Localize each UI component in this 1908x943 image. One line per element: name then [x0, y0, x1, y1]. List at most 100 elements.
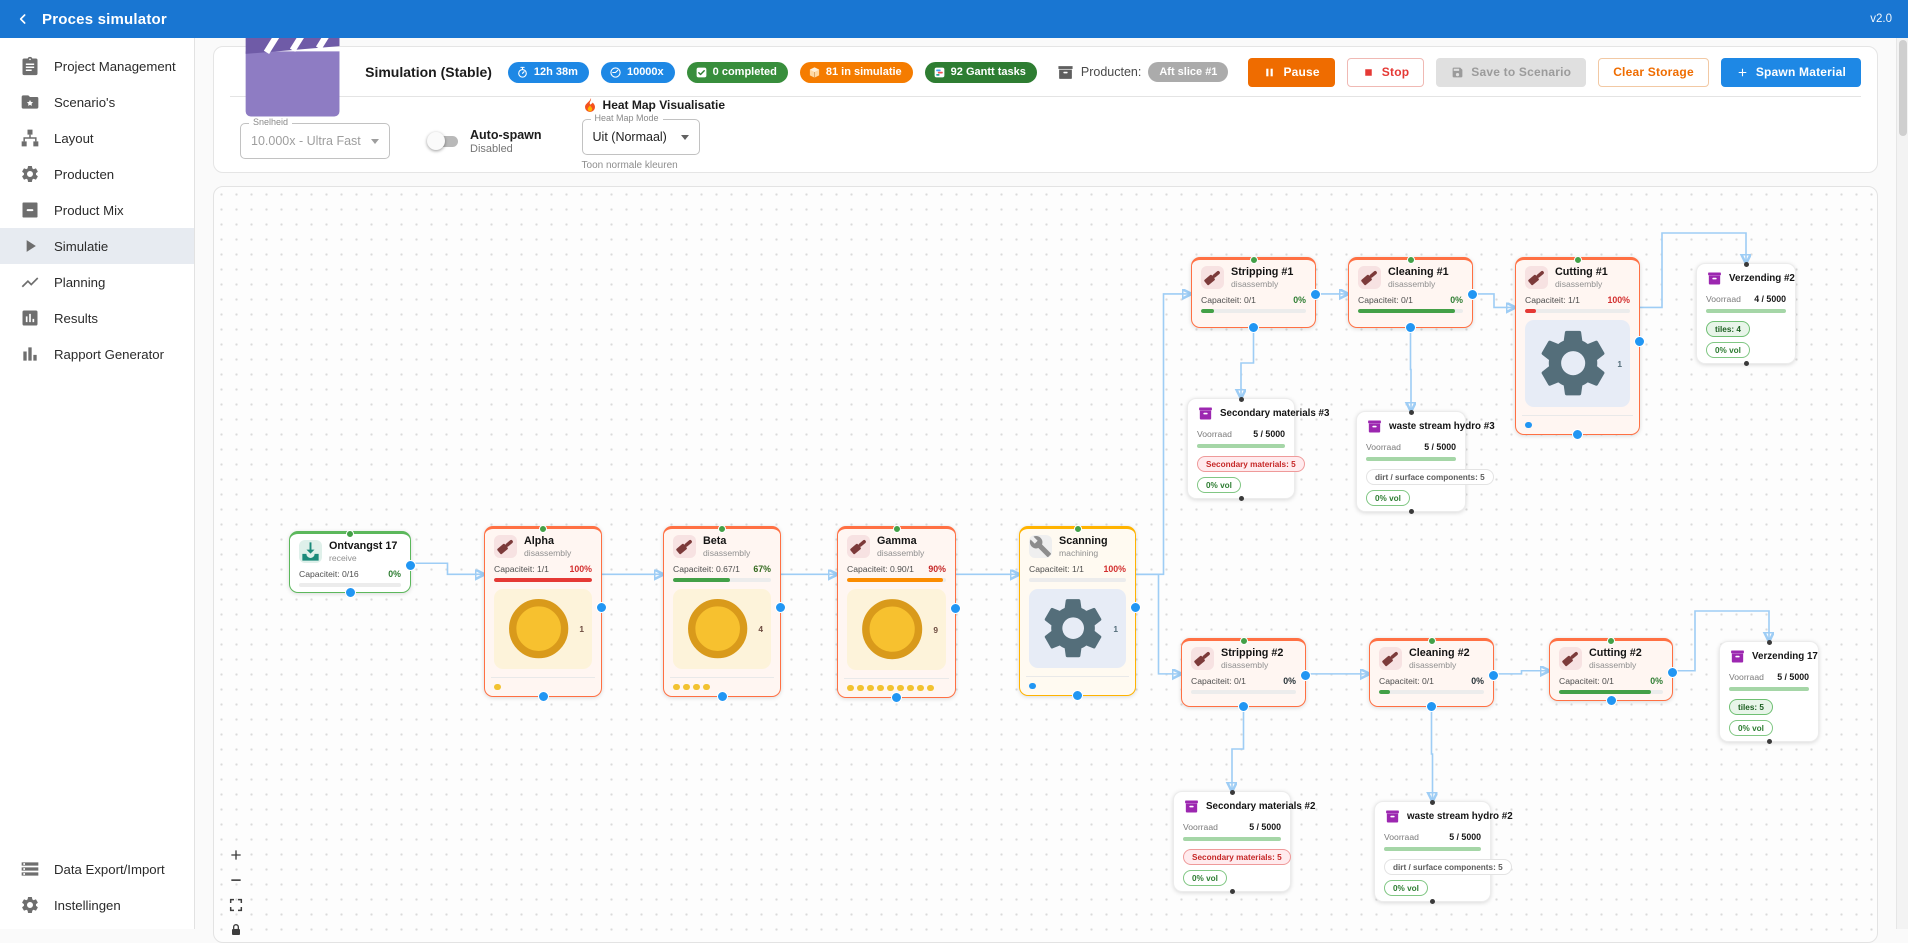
trend-icon — [20, 272, 40, 292]
storage-handle-top[interactable] — [1767, 640, 1772, 645]
source-handle-top[interactable] — [1607, 637, 1615, 645]
clear-storage-button[interactable]: Clear Storage — [1598, 58, 1709, 87]
flow-canvas[interactable]: Ontvangst 17 receive Capaciteit: 0/16 0%… — [213, 186, 1878, 943]
sidebar-item-simulatie[interactable]: Simulatie — [0, 228, 194, 264]
sidebar: Project Management Scenario's Layout Pro… — [0, 38, 195, 929]
storage-chip-tiles-5: tiles: 5 — [1729, 699, 1773, 715]
source-handle-right[interactable] — [405, 560, 416, 571]
storage-handle-bottom[interactable] — [1744, 361, 1749, 366]
storage-handle-bottom[interactable] — [1230, 889, 1235, 894]
sidebar-item-scenario-s[interactable]: Scenario's — [0, 84, 194, 120]
stock-value: 5 / 5000 — [1249, 822, 1281, 832]
source-handle-right[interactable] — [950, 603, 961, 614]
lock-button[interactable] — [226, 920, 246, 940]
source-handle-top[interactable] — [1240, 637, 1248, 645]
sidebar-item-product-mix[interactable]: Product Mix — [0, 192, 194, 228]
sidebar-item-rapport-generator[interactable]: Rapport Generator — [0, 336, 194, 372]
zoom-in-button[interactable] — [226, 845, 246, 865]
node-ontvangst-17[interactable]: Ontvangst 17 receive Capaciteit: 0/16 0% — [289, 531, 411, 593]
source-handle-bottom[interactable] — [1072, 690, 1083, 701]
node-cleaning-2[interactable]: Cleaning #2 disassembly Capaciteit: 0/1 … — [1369, 638, 1494, 707]
source-handle-bottom[interactable] — [891, 692, 902, 703]
sidebar-item-project-management[interactable]: Project Management — [0, 48, 194, 84]
source-handle-bottom[interactable] — [1405, 322, 1416, 333]
storage-handle-bottom[interactable] — [1239, 496, 1244, 501]
spawn-material-button[interactable]: Spawn Material — [1721, 58, 1861, 87]
sidebar-item-planning[interactable]: Planning — [0, 264, 194, 300]
source-handle-top[interactable] — [1428, 637, 1436, 645]
storage-handle-top[interactable] — [1430, 800, 1435, 805]
storage-handle-bottom[interactable] — [1767, 739, 1772, 744]
source-handle-bottom[interactable] — [1238, 701, 1249, 712]
source-handle-bottom[interactable] — [717, 691, 728, 702]
stop-button[interactable]: Stop — [1347, 58, 1424, 87]
source-handle-top[interactable] — [539, 525, 547, 533]
node-alpha[interactable]: Alpha disassembly Capaciteit: 1/1 100% 1 — [484, 526, 602, 697]
zoom-out-button[interactable] — [226, 870, 246, 890]
node-secondary-materials-2[interactable]: Secondary materials #2 Voorraad 5 / 5000… — [1173, 791, 1291, 892]
back-button[interactable] — [4, 0, 42, 38]
fit-view-button[interactable] — [226, 895, 246, 915]
storage-handle-bottom[interactable] — [1409, 509, 1414, 514]
source-handle-bottom[interactable] — [1426, 701, 1437, 712]
storage-handle-top[interactable] — [1409, 410, 1414, 415]
source-handle-right[interactable] — [1300, 670, 1311, 681]
sidebar-item-data-export-import[interactable]: Data Export/Import — [0, 851, 194, 887]
save-to-scenario-button[interactable]: Save to Scenario — [1436, 58, 1586, 87]
source-handle-right[interactable] — [1488, 670, 1499, 681]
stock-bar — [1729, 687, 1809, 691]
node-waste-stream-hydro-2[interactable]: waste stream hydro #2 Voorraad 5 / 5000 … — [1374, 801, 1491, 902]
node-gamma[interactable]: Gamma disassembly Capaciteit: 0.90/1 90%… — [837, 526, 956, 698]
minus-icon — [228, 872, 244, 888]
node-stripping-1[interactable]: Stripping #1 disassembly Capaciteit: 0/1… — [1191, 257, 1316, 328]
source-handle-bottom[interactable] — [1572, 429, 1583, 440]
pause-button[interactable]: Pause — [1248, 58, 1334, 87]
sidebar-item-producten[interactable]: Producten — [0, 156, 194, 192]
storage-handle-top[interactable] — [1230, 790, 1235, 795]
speed-select[interactable]: Snelheid 10.000x - Ultra Fast — [240, 123, 390, 159]
stock-label: Voorraad — [1366, 442, 1401, 452]
source-handle-top[interactable] — [1074, 525, 1082, 533]
source-handle-bottom[interactable] — [345, 587, 356, 598]
node-scanning[interactable]: Scanning machining Capaciteit: 1/1 100% … — [1019, 526, 1136, 696]
node-secondary-materials-3[interactable]: Secondary materials #3 Voorraad 5 / 5000… — [1187, 398, 1295, 499]
sidebar-item-layout[interactable]: Layout — [0, 120, 194, 156]
storage-handle-top[interactable] — [1239, 397, 1244, 402]
heatmap-mode-select[interactable]: Heat Map Mode Uit (Normaal) — [582, 119, 700, 155]
sidebar-item-results[interactable]: Results — [0, 300, 194, 336]
scrollbar-thumb[interactable] — [1899, 40, 1907, 136]
node-cutting-1[interactable]: Cutting #1 disassembly Capaciteit: 1/1 1… — [1515, 257, 1640, 435]
node-subtitle: disassembly — [1231, 279, 1293, 289]
source-handle-bottom[interactable] — [1248, 322, 1259, 333]
node-verzending-2[interactable]: Verzending #2 Voorraad 4 / 5000 tiles: 4… — [1696, 263, 1796, 364]
source-handle-top[interactable] — [346, 530, 354, 538]
status-badge-label: 10000x — [627, 66, 664, 78]
node-title: Cleaning #2 — [1409, 647, 1470, 659]
storage-handle-top[interactable] — [1744, 262, 1749, 267]
source-handle-top[interactable] — [1574, 256, 1582, 264]
node-title: Gamma — [877, 535, 924, 547]
fit-view-icon — [228, 897, 244, 913]
source-handle-bottom[interactable] — [1606, 695, 1617, 706]
source-handle-top[interactable] — [893, 525, 901, 533]
node-cutting-2[interactable]: Cutting #2 disassembly Capaciteit: 0/1 0… — [1549, 638, 1673, 701]
node-progress-bar — [673, 578, 771, 582]
token-dot — [897, 685, 904, 692]
node-stripping-2[interactable]: Stripping #2 disassembly Capaciteit: 0/1… — [1181, 638, 1306, 707]
node-waste-stream-hydro-3[interactable]: waste stream hydro #3 Voorraad 5 / 5000 … — [1356, 411, 1466, 512]
node-beta[interactable]: Beta disassembly Capaciteit: 0.67/1 67% … — [663, 526, 781, 697]
source-handle-top[interactable] — [1407, 256, 1415, 264]
source-handle-top[interactable] — [1250, 256, 1258, 264]
source-handle-top[interactable] — [718, 525, 726, 533]
storage-handle-bottom[interactable] — [1430, 899, 1435, 904]
auto-spawn-toggle[interactable] — [430, 136, 458, 147]
source-handle-bottom[interactable] — [538, 691, 549, 702]
gear-icon — [20, 164, 40, 184]
sidebar-item-instellingen[interactable]: Instellingen — [0, 887, 194, 923]
node-verzending-17[interactable]: Verzending 17 Voorraad 5 / 5000 tiles: 5… — [1719, 641, 1819, 742]
source-handle-right[interactable] — [1130, 602, 1141, 613]
source-handle-right[interactable] — [1667, 667, 1678, 678]
node-cleaning-1[interactable]: Cleaning #1 disassembly Capaciteit: 0/1 … — [1348, 257, 1473, 328]
page-scrollbar[interactable] — [1896, 38, 1908, 929]
node-capacity: Capaciteit: 0/1 — [1358, 295, 1413, 305]
